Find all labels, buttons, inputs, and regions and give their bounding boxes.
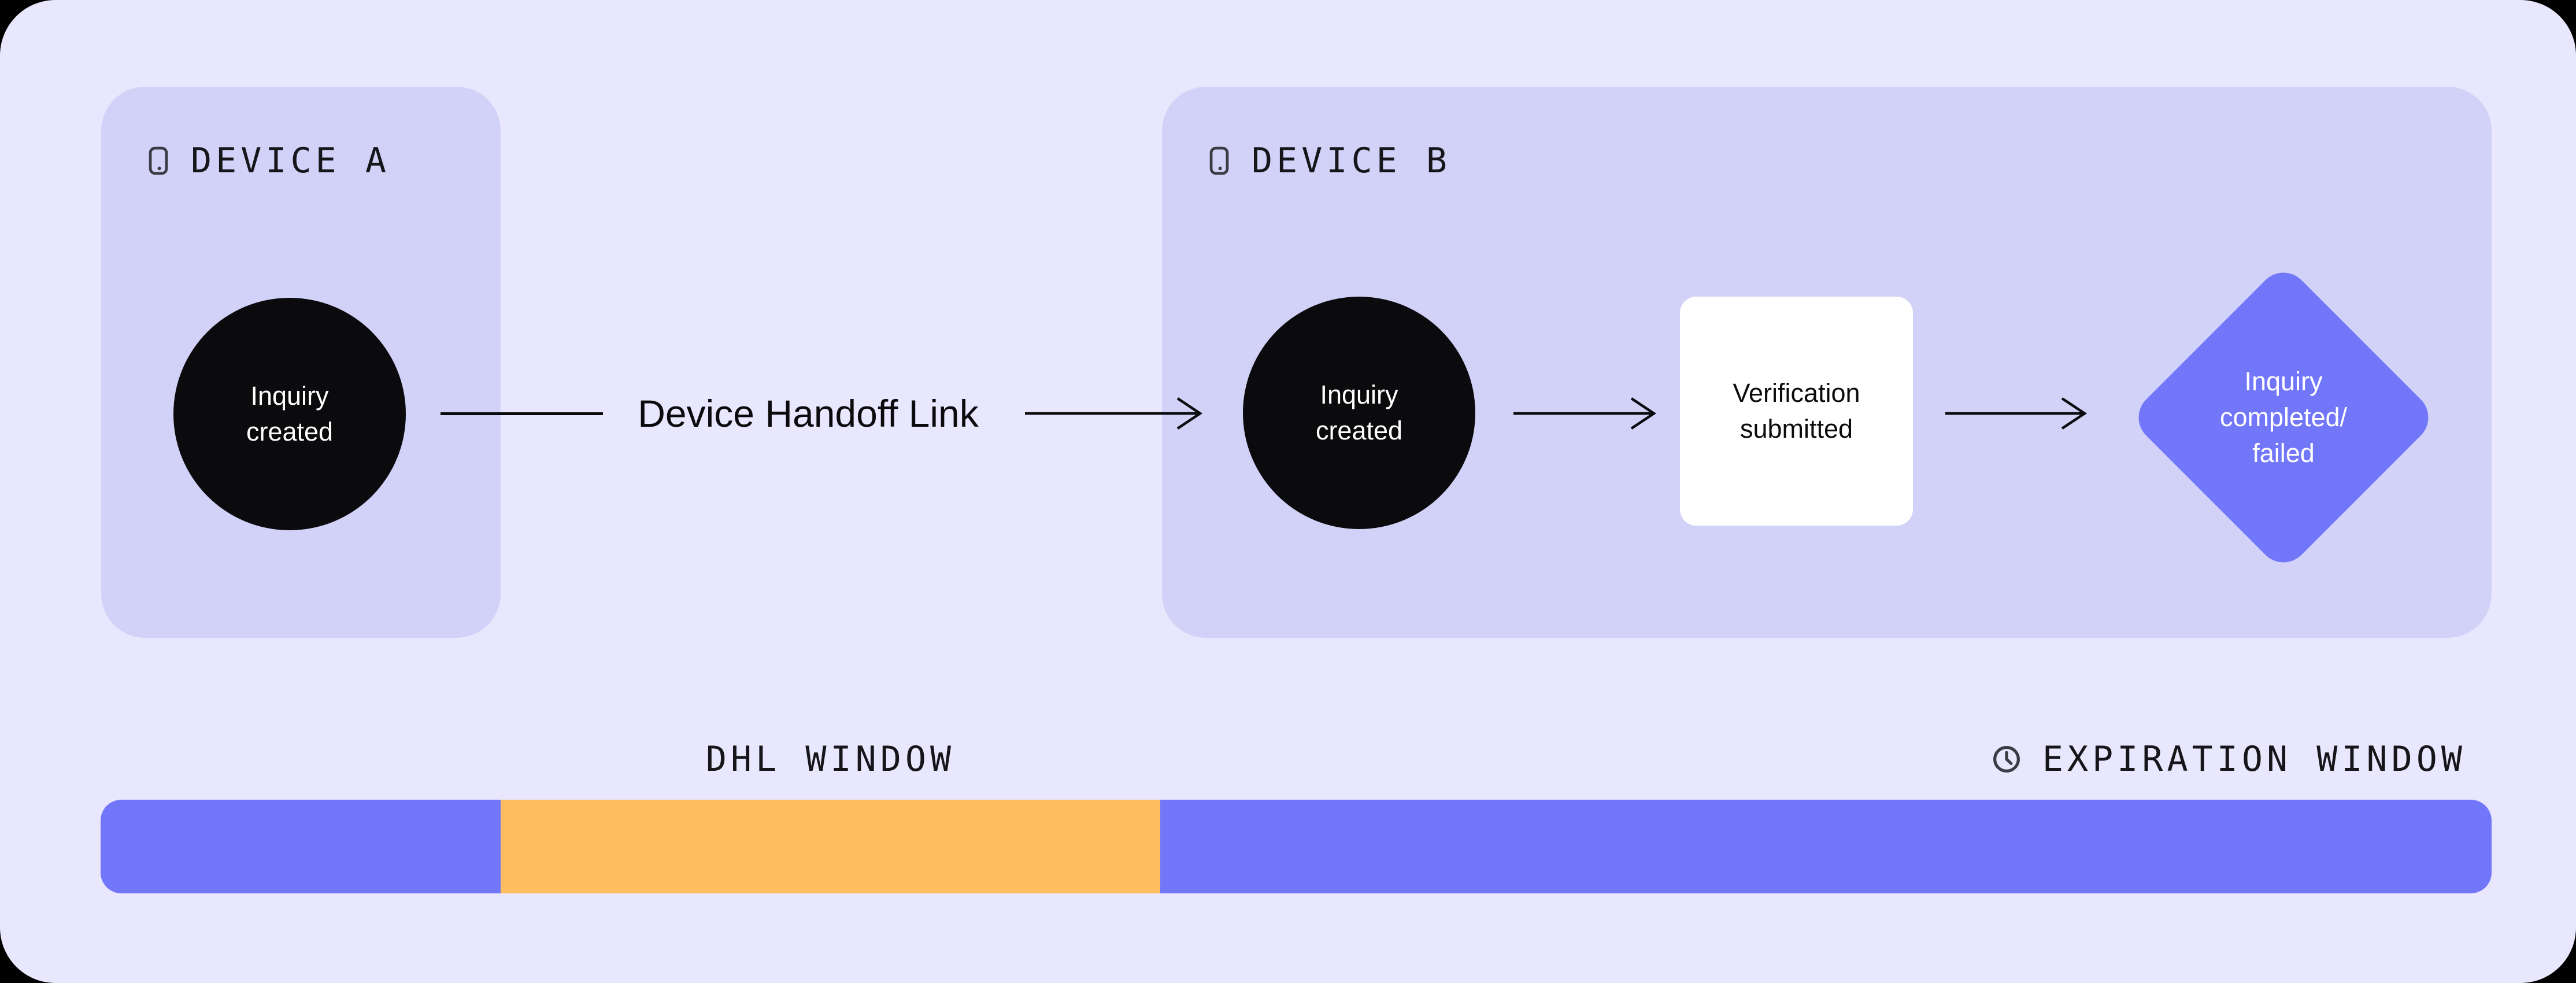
arrow-handoff-to-device-b [1025, 397, 1203, 430]
node-verification-submitted-text: Verification submitted [1733, 378, 1860, 444]
device-b-header: DEVICE B [1208, 142, 1451, 179]
device-a-label: DEVICE A [191, 141, 390, 181]
smartphone-icon [149, 146, 168, 175]
smartphone-icon [1209, 146, 1229, 175]
timeline-bar [101, 800, 2492, 893]
node-inquiry-created-b: Inquiry created [1243, 297, 1475, 529]
node-inquiry-created-a: Inquiry created [173, 298, 406, 530]
node-inquiry-completed-failed-text: Inquiry completed/ failed [2219, 367, 2348, 468]
dhl-window-label: DHL WINDOW [705, 739, 956, 779]
node-inquiry-created-a-text: Inquiry created [246, 381, 334, 446]
node-inquiry-created-b-text: Inquiry created [1315, 380, 1403, 445]
timeline-segment-device-a-active [101, 800, 501, 893]
device-b-label: DEVICE B [1252, 141, 1451, 181]
connector-line-a [441, 412, 603, 415]
device-a-header: DEVICE A [147, 142, 390, 179]
timeline-segment-dhl-window [500, 800, 1161, 893]
expiration-window-label: EXPIRATION WINDOW [2042, 739, 2466, 779]
expiration-window-labelgroup: EXPIRATION WINDOW [1992, 741, 2466, 778]
node-verification-submitted: Verification submitted [1680, 297, 1913, 526]
node-inquiry-completed-failed: Inquiry completed/ failed [2128, 262, 2439, 573]
timeline-segment-expiration-window [1160, 800, 2492, 893]
device-handoff-link-label: Device Handoff Link [638, 392, 979, 435]
arrow-circle-to-verification [1513, 397, 1657, 430]
arrow-verification-to-completed [1945, 397, 2088, 430]
clock-icon [1993, 746, 2020, 773]
